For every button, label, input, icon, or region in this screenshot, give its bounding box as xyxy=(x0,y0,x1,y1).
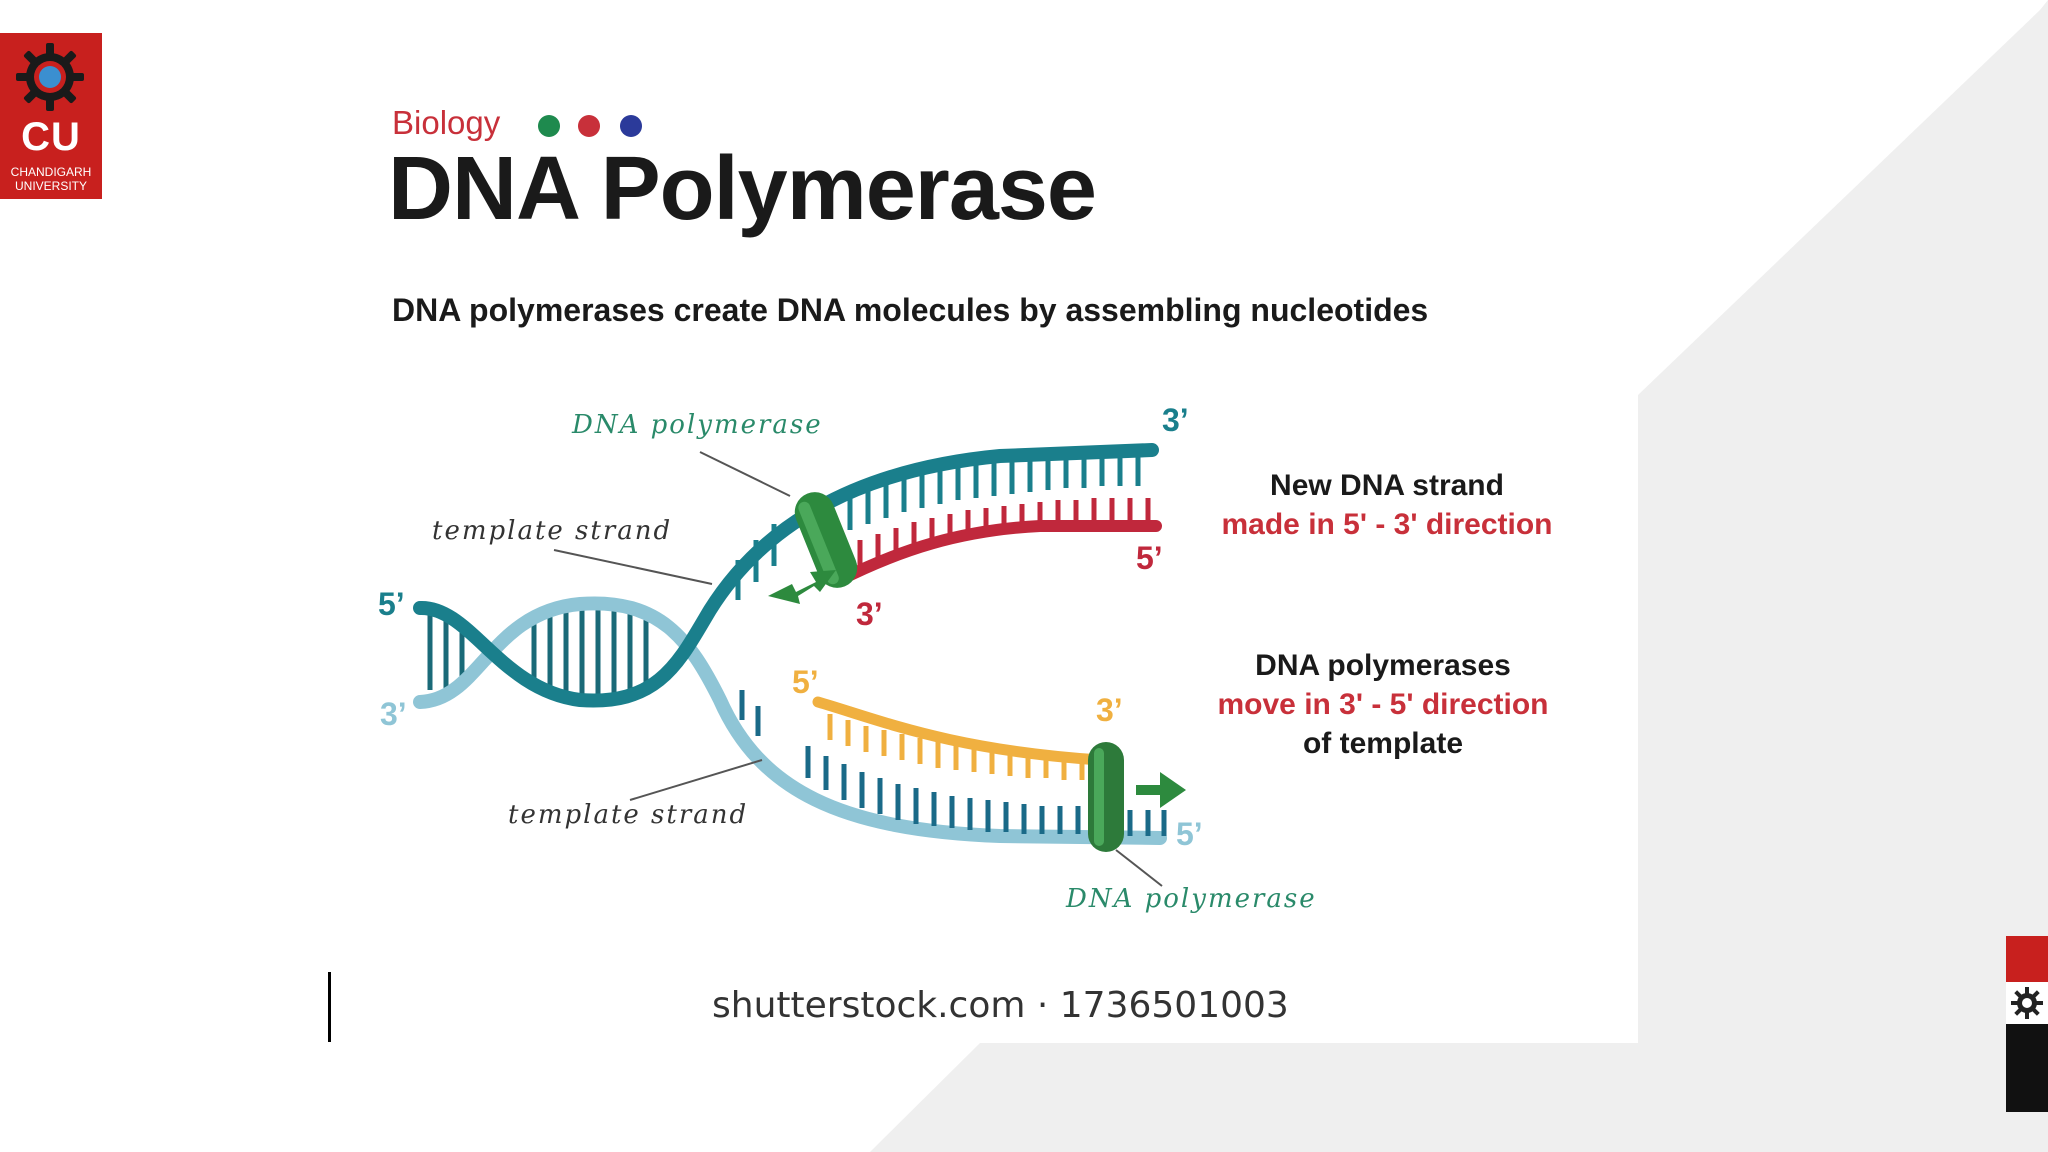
topic-label: Biology xyxy=(392,104,500,142)
slide-title: DNA Polymerase xyxy=(388,140,1096,239)
topic-dot-green xyxy=(538,115,560,137)
slide-subtitle: DNA polymerases create DNA molecules by … xyxy=(392,292,1428,329)
label-template-top: template strand xyxy=(432,516,672,546)
note-direction-line-2: move in 3' - 5' direction xyxy=(1188,685,1578,724)
end-label-3-top-right: 3’ xyxy=(1162,402,1189,439)
new-strand-red xyxy=(840,526,1156,580)
note-polymerase-direction: DNA polymerases move in 3' - 5' directio… xyxy=(1188,646,1578,763)
label-template-bottom: template strand xyxy=(508,800,748,830)
end-label-5-bottom-right: 5’ xyxy=(1176,816,1203,853)
note-new-strand-line-2: made in 5' - 3' direction xyxy=(1192,505,1582,544)
polymerase-enzyme-bottom xyxy=(1088,742,1124,852)
note-new-strand: New DNA strand made in 5' - 3' direction xyxy=(1192,466,1582,544)
new-strand-orange xyxy=(818,702,1100,760)
end-label-3-top-mid: 3’ xyxy=(856,596,883,633)
note-direction-line-3: of template xyxy=(1188,724,1578,763)
direction-arrow-left xyxy=(768,570,836,604)
end-label-5-top-right: 5’ xyxy=(1136,540,1163,577)
side-panel-dark-tab[interactable] xyxy=(2006,1024,2048,1112)
label-polymerase-bottom: DNA polymerase xyxy=(1066,884,1317,914)
note-direction-line-1: DNA polymerases xyxy=(1188,646,1578,685)
end-label-3-orange: 3’ xyxy=(1096,692,1123,729)
note-new-strand-line-1: New DNA strand xyxy=(1192,466,1582,505)
side-panel-red-tab[interactable] xyxy=(2006,936,2048,982)
text-cursor xyxy=(328,972,331,1042)
side-panel-gear-button[interactable] xyxy=(2006,982,2048,1024)
end-label-3-left: 3’ xyxy=(380,696,407,733)
logo-name-line-1: CHANDIGARH xyxy=(0,165,102,179)
topic-dot-red xyxy=(578,115,600,137)
label-polymerase-top: DNA polymerase xyxy=(572,410,823,440)
template-strand-dark xyxy=(420,450,1152,701)
logo-name-line-2: UNIVERSITY xyxy=(0,179,102,193)
orange-strand-rungs xyxy=(830,714,1082,780)
end-label-5-orange: 5’ xyxy=(792,664,819,701)
gear-icon xyxy=(2006,982,2048,1024)
image-credit: shutterstock.com · 1736501003 xyxy=(712,985,1289,1026)
direction-arrow-right xyxy=(1136,772,1186,808)
gear-icon xyxy=(14,41,86,113)
end-label-5-left: 5’ xyxy=(378,586,405,623)
logo-name: CHANDIGARH UNIVERSITY xyxy=(0,165,102,193)
topic-dot-blue xyxy=(620,115,642,137)
university-logo: CU CHANDIGARH UNIVERSITY xyxy=(0,33,102,199)
logo-abbreviation: CU xyxy=(0,117,102,157)
